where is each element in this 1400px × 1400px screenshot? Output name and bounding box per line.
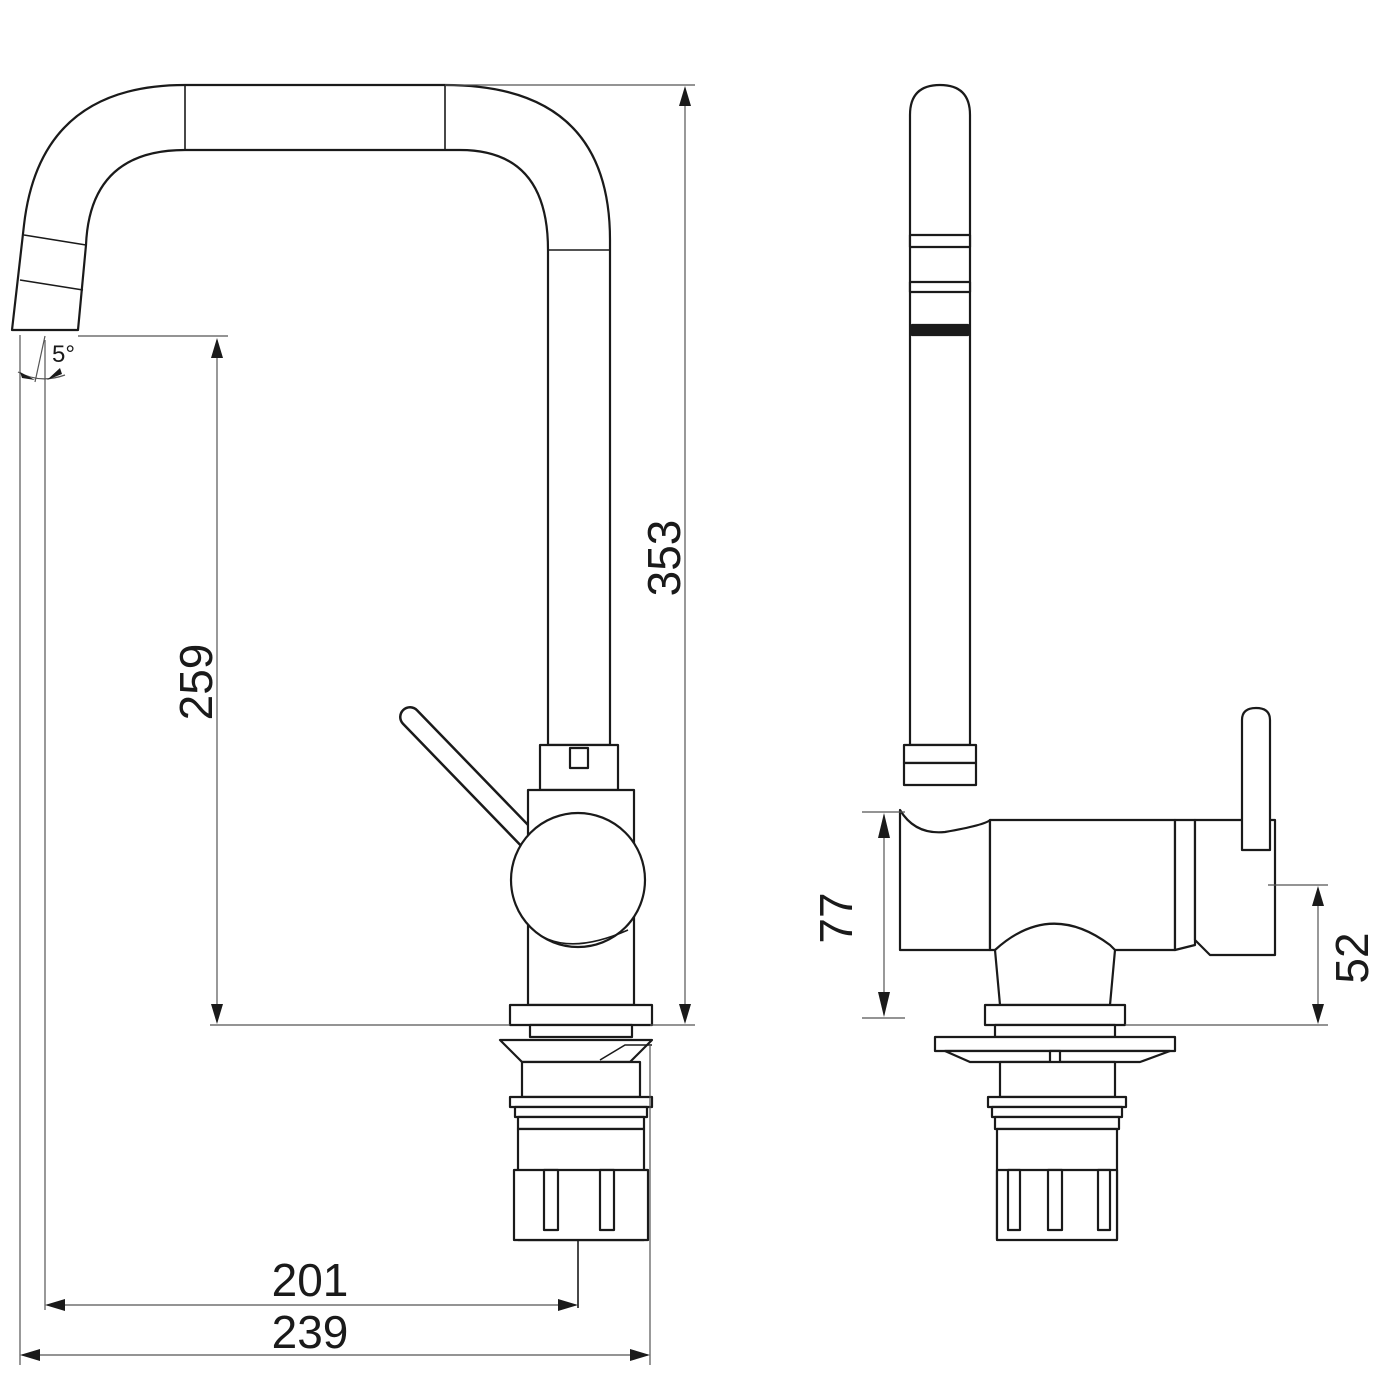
angle-label: 5° — [52, 341, 75, 368]
front-spout — [10, 83, 612, 747]
front-shank — [520, 1060, 642, 1099]
body-height-label: 77 — [810, 892, 862, 943]
front-view — [10, 83, 654, 1308]
overall-height-label: 353 — [638, 520, 690, 597]
spout-reach-label: 201 — [272, 1254, 349, 1306]
front-lever-disc — [509, 811, 647, 949]
dimension-lines — [17, 84, 1328, 1365]
side-view — [898, 83, 1277, 1242]
front-base-plate — [508, 1003, 654, 1027]
spout-outlet-height-label: 259 — [170, 644, 222, 721]
side-collar — [902, 743, 978, 765]
side-base-plate — [983, 1003, 1127, 1027]
overall-depth-label: 239 — [272, 1306, 349, 1358]
side-body — [898, 808, 992, 952]
side-shank — [998, 1060, 1117, 1099]
side-spout — [908, 83, 972, 747]
side-lever — [1240, 706, 1272, 852]
lever-axis-height-label: 52 — [1326, 932, 1378, 983]
